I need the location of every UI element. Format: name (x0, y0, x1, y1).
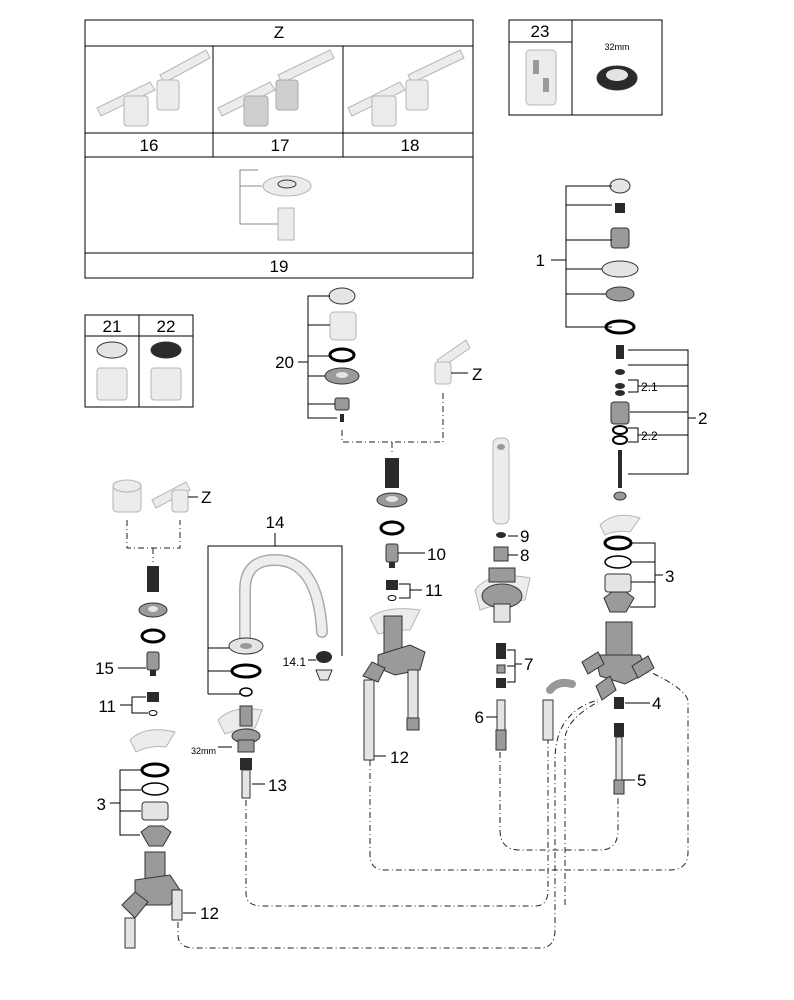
callout-14: 14 (266, 513, 285, 532)
center-valve-body (362, 608, 426, 761)
part-13-hose (240, 758, 252, 799)
left-spindle (147, 566, 159, 592)
hand-shower-head (492, 437, 510, 525)
part-15-cartridge (146, 651, 160, 676)
part-2-cartridge (610, 345, 630, 501)
part-14-1-aerator (315, 651, 333, 681)
handle-pair-17-image (217, 49, 335, 127)
callout-12-center: 12 (390, 748, 409, 767)
part-5-hose (613, 723, 625, 795)
part-9-washer (496, 532, 506, 538)
part-10-cartridge (385, 543, 399, 568)
set-23-number: 23 (531, 22, 550, 41)
callout-z-left: Z (201, 488, 211, 507)
callout-4: 4 (652, 694, 661, 713)
callout-12-left: 12 (200, 904, 219, 923)
right-valve-body (581, 621, 655, 701)
callout-13: 13 (268, 776, 287, 795)
callout-11-center: 11 (425, 581, 443, 600)
set-23-size-label: 32mm (604, 42, 629, 52)
spout-tube (239, 553, 328, 644)
part-8-filter (493, 546, 509, 562)
callout-14-1: 14.1 (283, 655, 307, 669)
part-7-stack (496, 643, 506, 688)
callout-11-left: 11 (98, 697, 116, 716)
handle-left-pair-image (112, 479, 191, 513)
center-valve-assembly: 20 Z 10 11 (275, 287, 482, 767)
set-z-title: Z (274, 23, 284, 42)
set-23-box: 23 32mm (508, 19, 663, 116)
callout-8: 8 (520, 546, 529, 565)
handle-center-z-image (434, 339, 471, 385)
cell-label-17: 17 (271, 136, 290, 155)
center-hose-connector (546, 678, 576, 694)
callout-2-2: 2.2 (641, 429, 658, 443)
part-20-stack (324, 287, 360, 422)
handle-pair-16-image (96, 49, 211, 127)
callout-5: 5 (637, 771, 646, 790)
set-z-box: Z 16 17 18 19 (84, 19, 474, 279)
part-11-left (147, 692, 159, 702)
right-valve-assembly: 1 2.1 2.2 2 (536, 178, 707, 795)
part-6-hose (495, 699, 507, 751)
left-valve-assembly: Z 15 11 3 (95, 479, 219, 949)
left-valve-body (121, 851, 183, 949)
part-4-nut (614, 697, 624, 709)
callout-2: 2 (698, 409, 707, 428)
cell-label-19: 19 (270, 257, 289, 276)
callout-1: 1 (536, 251, 545, 270)
hose-connection-lines (177, 671, 689, 949)
socket-tool-image (525, 49, 557, 106)
cap-22-image (150, 341, 182, 401)
hand-shower-holder (474, 567, 531, 623)
callout-7: 7 (524, 655, 533, 674)
cell-label-18: 18 (401, 136, 420, 155)
center-spindle (385, 458, 399, 488)
callout-15: 15 (95, 659, 114, 678)
part-1-stack (601, 178, 639, 335)
cap-21-image (96, 341, 128, 401)
escutcheon-set-19-image (239, 169, 312, 241)
callout-z-center: Z (472, 365, 482, 384)
set-21-22-box: 21 22 (84, 314, 194, 408)
part-11-center (386, 580, 398, 590)
callout-3-left: 3 (97, 795, 106, 814)
callout-20: 20 (275, 353, 294, 372)
set-label-21: 21 (103, 317, 122, 336)
callout-3-right: 3 (665, 567, 674, 586)
callout-2-1: 2.1 (641, 380, 658, 394)
spout-base (217, 705, 263, 753)
size-label-32mm: 32mm (191, 746, 216, 756)
mounting-nut-image (596, 65, 638, 91)
cell-label-16: 16 (140, 136, 159, 155)
callout-10: 10 (427, 545, 446, 564)
part-3-stack-left (129, 729, 176, 847)
spout-assembly: 14 14.1 32mm 13 (191, 513, 343, 799)
part-3-stack-right (599, 514, 641, 613)
hand-shower-assembly: 9 8 7 6 (474, 437, 533, 751)
handle-pair-18-image (347, 49, 465, 127)
callout-6: 6 (475, 708, 484, 727)
callout-9: 9 (520, 527, 529, 546)
set-label-22: 22 (157, 317, 176, 336)
